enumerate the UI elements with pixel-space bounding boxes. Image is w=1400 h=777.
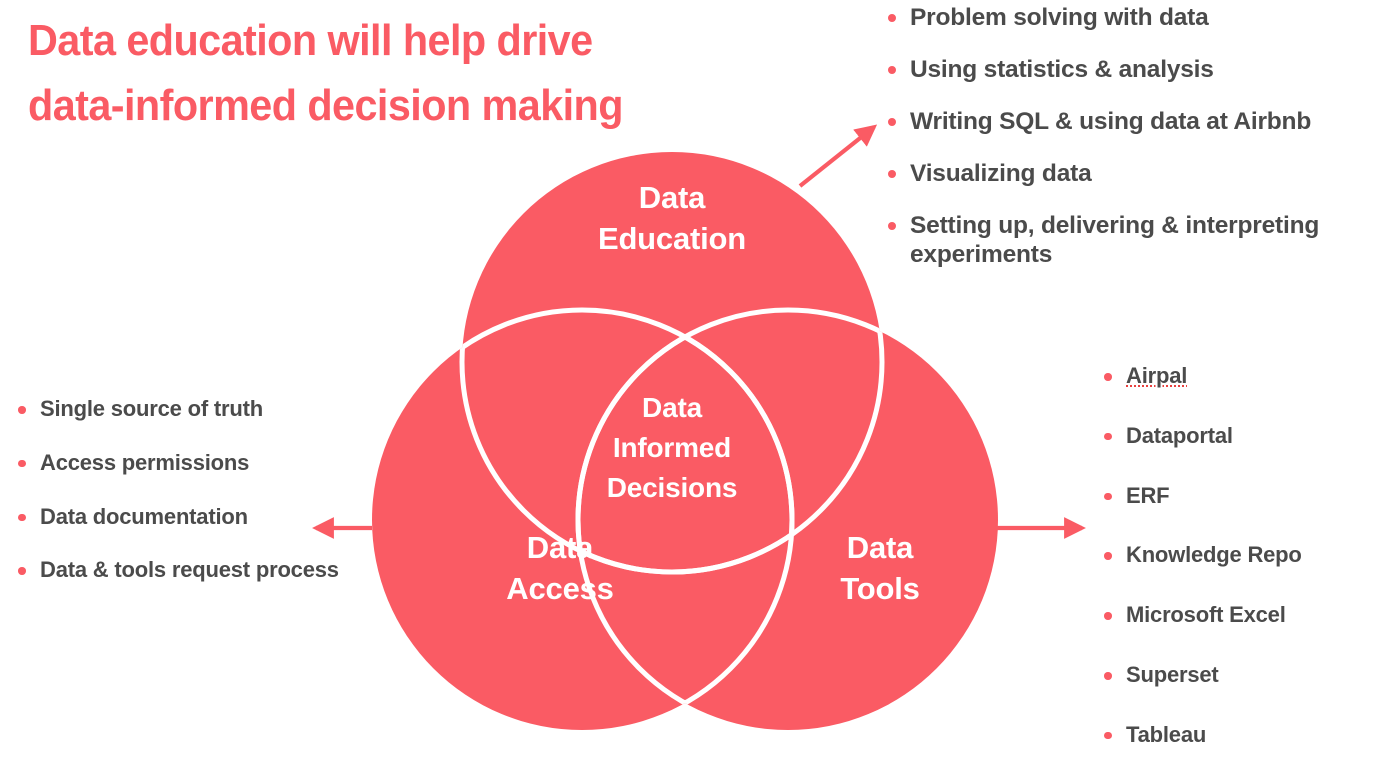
list-item-label-misspelled: Airpal — [1126, 363, 1188, 388]
list-item: Visualizing data — [884, 159, 1389, 189]
venn-label-access: Data Access — [506, 530, 614, 606]
venn-inner-outlines — [459, 307, 885, 730]
list-item: Airpal — [1100, 363, 1390, 390]
outline-access-in-tools — [578, 310, 795, 730]
list-item: Data documentation — [14, 504, 344, 531]
venn-circle-tools-fill — [578, 310, 998, 730]
list-item: Setting up, delivering & interpreting ex… — [884, 211, 1389, 271]
venn-label-tools: Data Tools — [840, 530, 920, 606]
list-item: Tableau — [1100, 722, 1390, 749]
venn-circle-fills — [372, 152, 998, 730]
list-item: Writing SQL & using data at Airbnb — [884, 107, 1389, 137]
list-item: ERF — [1100, 483, 1390, 510]
list-item: Data & tools request process — [14, 557, 344, 584]
list-item: Problem solving with data — [884, 3, 1389, 33]
list-item: Using statistics & analysis — [884, 55, 1389, 85]
list-item: Microsoft Excel — [1100, 602, 1390, 629]
list-item: Knowledge Repo — [1100, 542, 1390, 569]
bullet-list-access: Single source of truth Access permission… — [14, 396, 344, 611]
outline-tools-in-access — [575, 310, 792, 730]
bullet-list-education: Problem solving with data Using statisti… — [884, 3, 1389, 292]
list-item: Superset — [1100, 662, 1390, 689]
bullet-list-tools: Airpal Dataportal ERF Knowledge Repo Mic… — [1100, 363, 1390, 777]
list-item: Access permissions — [14, 450, 344, 477]
venn-label-center: Data Informed Decisions — [606, 392, 738, 503]
list-item: Single source of truth — [14, 396, 344, 423]
list-item: Dataportal — [1100, 423, 1390, 450]
venn-label-education: Data Education — [597, 180, 747, 256]
outline-education-in-tools — [578, 310, 885, 575]
venn-diagram: Data Education Data Access Data Tools Da… — [340, 130, 1020, 777]
page-title: Data education will help drive data-info… — [28, 16, 624, 131]
